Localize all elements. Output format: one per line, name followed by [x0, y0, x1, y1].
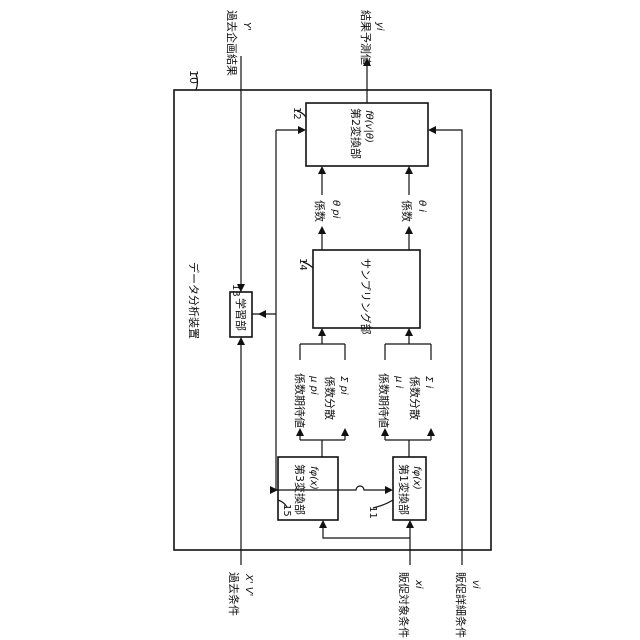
- sampling-unit-number: 14: [297, 258, 308, 271]
- mean-i-symbol: μ i: [393, 375, 404, 389]
- target-condition-symbol: xi: [413, 579, 424, 589]
- past-condition-symbol: X' V': [243, 573, 254, 596]
- coef-theta-i-symbol: θ i: [416, 200, 427, 212]
- third-converter-function: fφ(x): [308, 466, 319, 490]
- arrow-head: [237, 337, 245, 345]
- first-converter-number: 11: [367, 506, 378, 519]
- detail-condition-symbol: vi: [470, 580, 481, 589]
- arrow-head: [318, 226, 326, 234]
- arrow-head: [270, 486, 278, 494]
- arrow-head: [341, 428, 349, 436]
- coef-theta-i-label: 係数: [400, 200, 413, 222]
- arrow-head: [405, 226, 413, 234]
- device-title: データ分析装置: [187, 262, 201, 339]
- past-result-symbol: Y': [241, 22, 252, 31]
- coef-theta-pi-symbol: θ pi: [330, 200, 341, 219]
- detail-condition-label: 販促詳細条件: [454, 572, 468, 638]
- past-result-label: 過去企画結果: [225, 10, 239, 76]
- mean-i-label: 係数期待値: [377, 373, 391, 428]
- arrow-head: [298, 126, 306, 134]
- first-converter-label: 第1変換部: [397, 464, 411, 515]
- past-condition-label: 過去条件: [227, 572, 241, 616]
- var-pi-symbol: Σ pi: [338, 376, 349, 395]
- device-number: 10: [187, 70, 200, 84]
- target-to-third-line: [323, 526, 410, 538]
- var-i-label: 係数分散: [408, 376, 422, 420]
- mean-pi-label: 係数期待値: [293, 373, 307, 428]
- first-converter-function: fφ(x): [411, 466, 422, 490]
- prediction-label: 結果予測値: [359, 10, 373, 65]
- arrow-head: [258, 310, 266, 318]
- arrow-head: [296, 428, 304, 436]
- prediction-symbol: yi: [374, 21, 385, 31]
- second-converter-number: 12: [291, 107, 302, 120]
- target-condition-label: 販促対象条件: [397, 572, 411, 638]
- detail-condition-line: [434, 130, 462, 565]
- sampling-unit-label: サンプリング部: [359, 258, 373, 335]
- arrow-head: [385, 486, 393, 494]
- arrow-head: [405, 328, 413, 336]
- second-converter-label: 第2変換部: [349, 108, 363, 159]
- arrow-head: [319, 520, 327, 528]
- learning-unit-label: 学習部: [234, 298, 248, 331]
- arrow-head: [318, 166, 326, 174]
- var-i-symbol: Σ i: [423, 376, 434, 388]
- first-number-leader: [373, 500, 393, 508]
- arrow-head: [427, 428, 435, 436]
- var-pi-label: 係数分散: [323, 376, 337, 420]
- arrow-head: [406, 520, 414, 528]
- arrow-head: [318, 328, 326, 336]
- arrow-head: [381, 428, 389, 436]
- coef-theta-pi-label: 係数: [313, 200, 326, 222]
- arrow-head: [428, 126, 436, 134]
- arrow-head: [405, 166, 413, 174]
- second-converter-function: fθ(v|θ): [363, 110, 374, 143]
- mean-pi-symbol: μ pi: [308, 375, 319, 395]
